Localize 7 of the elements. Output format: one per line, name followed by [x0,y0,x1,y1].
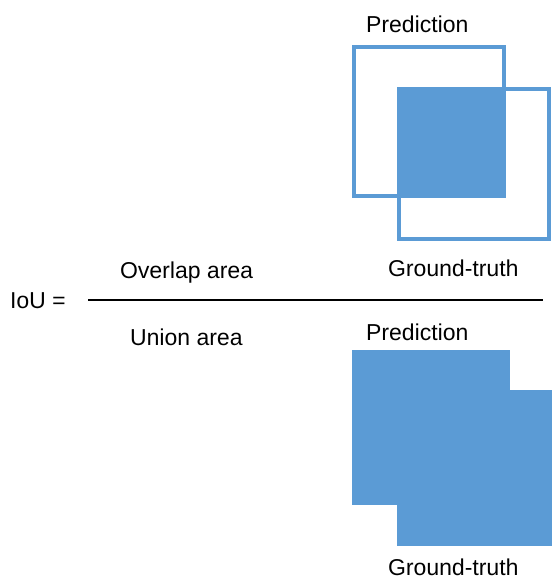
ground-truth-label: Ground-truth [388,257,518,280]
prediction-label: Prediction [366,13,468,36]
ground-truth-label: Ground-truth [388,556,518,579]
iou-equals-label: IoU = [10,289,66,312]
numerator-label: Overlap area [120,259,253,282]
prediction-label: Prediction [366,321,468,344]
denominator-label: Union area [130,326,243,349]
